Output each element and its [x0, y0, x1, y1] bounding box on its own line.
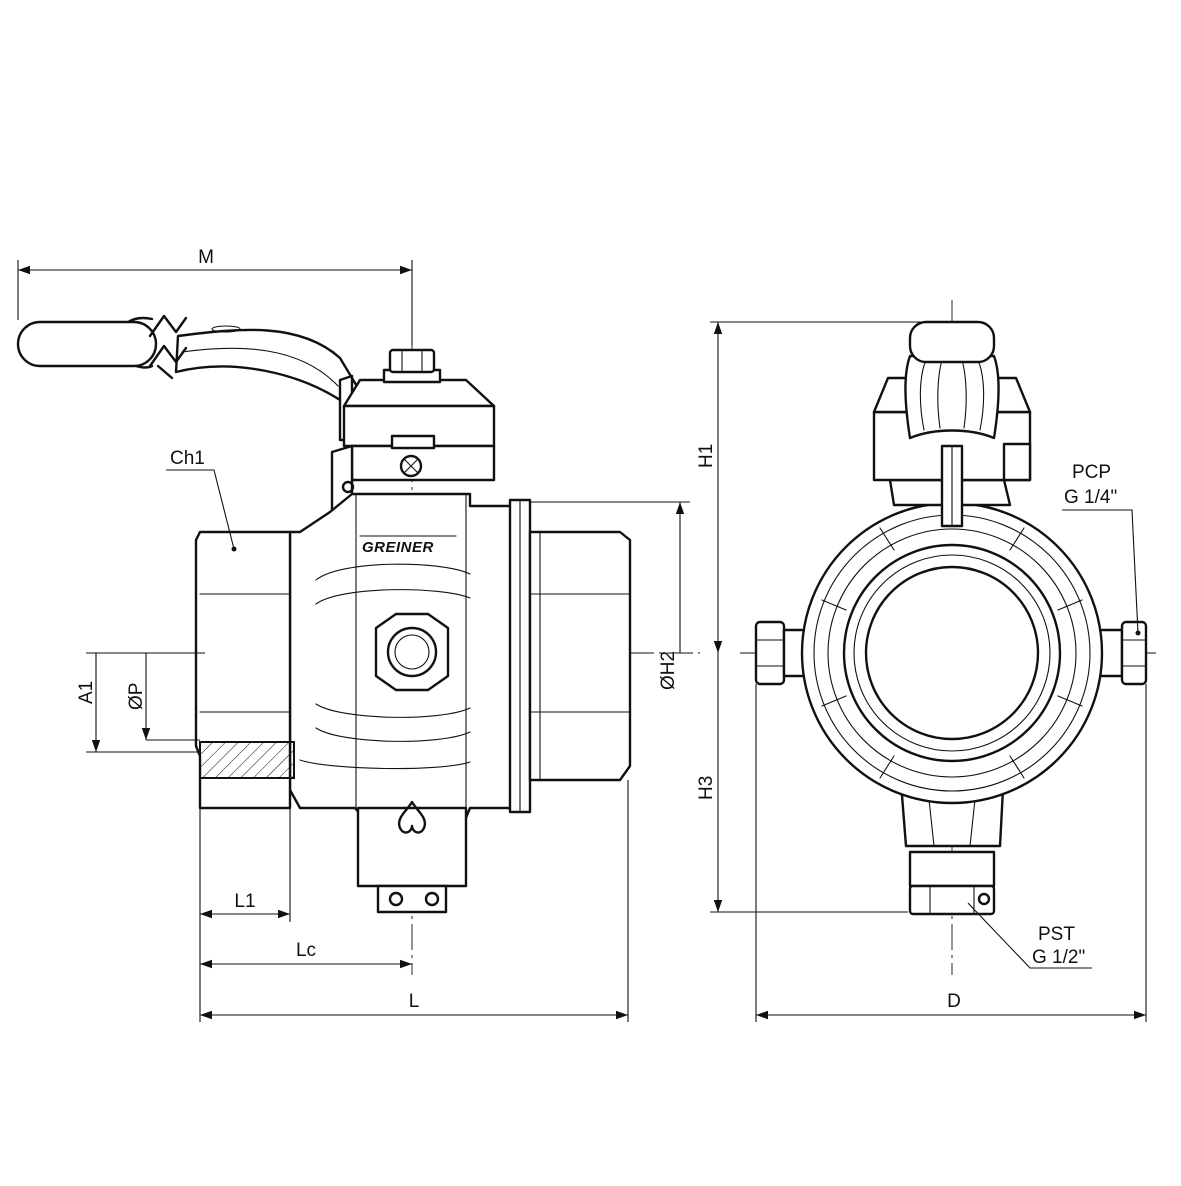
- dimension-A1-P: A1 ØP: [76, 652, 205, 753]
- dimension-H3: H3: [696, 653, 908, 913]
- dimension-Lc: Lc: [200, 940, 412, 969]
- label-M: M: [198, 247, 214, 268]
- label-Lc: Lc: [296, 940, 316, 961]
- label-PCP-thread: G 1/4": [1064, 487, 1117, 508]
- drain-hole: [424, 891, 440, 907]
- body-rib-upper: [315, 563, 471, 605]
- test-port-plug: [374, 612, 450, 692]
- leader-line: [967, 902, 1092, 969]
- right-plug-hex: [1120, 620, 1148, 686]
- lever-rivet: [211, 325, 241, 333]
- label-A1: A1: [76, 681, 97, 704]
- drain-nut-front: [908, 884, 996, 916]
- body-rib-bottom: [299, 759, 471, 770]
- brand-logo: GREINER: [362, 539, 434, 556]
- body-ribs: [821, 527, 1083, 779]
- dimension-M: M: [17, 247, 413, 345]
- callout-Ch1: Ch1: [166, 448, 235, 550]
- drain-port: [356, 800, 468, 914]
- bonnet: [342, 348, 496, 482]
- label-H2: ØH2: [658, 651, 679, 690]
- handle-neck-contours: [919, 359, 985, 431]
- side-view: GREINER: [16, 247, 700, 1022]
- drain-boss-front: [908, 850, 996, 888]
- section-hatch: [199, 741, 295, 779]
- label-PCP-name: PCP: [1072, 462, 1111, 483]
- right-hex-end: [528, 530, 632, 782]
- leader-line: [1062, 509, 1139, 634]
- body-ring-3: [827, 528, 1077, 778]
- lever-handle: [16, 314, 360, 442]
- plug-socket: [394, 634, 430, 670]
- label-L1: L1: [234, 891, 255, 912]
- front-view: H1 H3 D PCP G 1/4" PST G 1/2": [696, 300, 1160, 1022]
- label-P: ØP: [126, 683, 147, 710]
- label-L: L: [409, 991, 420, 1012]
- bottom-drain-nut: [908, 850, 996, 916]
- bore-inner: [864, 565, 1040, 741]
- bore-outer: [842, 543, 1062, 763]
- lever-arm: [174, 328, 360, 406]
- drain-nut: [376, 884, 448, 914]
- left-plug-hex: [754, 620, 786, 686]
- body-outer-ring: [800, 501, 1104, 805]
- right-side-plug-PCP: [1098, 620, 1148, 686]
- bonnet-lower: [350, 444, 496, 482]
- stop-plate-pin: [341, 480, 355, 494]
- bonnet-slot: [390, 434, 436, 450]
- body-rib-lower: [315, 703, 471, 742]
- stop-screw: [399, 454, 423, 478]
- dimension-L: L: [200, 780, 629, 1022]
- dimension-H2: ØH2: [530, 501, 690, 690]
- handle-neck: [904, 354, 1000, 440]
- label-PST-name: PST: [1038, 924, 1075, 945]
- handle-front: [904, 320, 1000, 440]
- drain-hole: [388, 891, 404, 907]
- left-threaded-end: [194, 530, 295, 810]
- label-PST-thread: G 1/2": [1032, 947, 1085, 968]
- bonnet-front-side-step: [1002, 442, 1032, 482]
- plug-face: [386, 626, 438, 678]
- lever-grip: [16, 320, 158, 368]
- label-Ch1: Ch1: [170, 448, 205, 469]
- bonnet-top-bevel: [342, 378, 496, 408]
- right-threaded-end: [528, 530, 632, 782]
- label-H1: H1: [696, 444, 717, 468]
- pst-port: [977, 892, 991, 906]
- label-D: D: [947, 991, 961, 1012]
- lever-break-line-lower: [156, 364, 174, 380]
- dimension-L1: L1: [199, 808, 291, 1022]
- drain-boss: [356, 806, 468, 888]
- body-flat-edges: [355, 493, 467, 809]
- lever-arm-rib: [181, 347, 339, 387]
- stop-screw-cross: [403, 458, 419, 474]
- callout-PST: PST G 1/2": [967, 902, 1092, 969]
- dimension-D: D: [755, 684, 1147, 1022]
- stem-nut: [388, 348, 436, 374]
- spade-symbol: [397, 800, 427, 834]
- dimension-H1: H1: [696, 321, 950, 653]
- lever-break-lines: [148, 314, 188, 368]
- right-plug-boss: [1098, 628, 1124, 678]
- bore-chamfer: [853, 554, 1051, 752]
- callout-PCP: PCP G 1/4": [1062, 462, 1139, 634]
- left-hex-end: [194, 530, 292, 810]
- plug-hex: [374, 612, 450, 692]
- handle-grip-top: [908, 320, 996, 364]
- left-side-plug: [754, 620, 806, 686]
- leader-line: [166, 469, 235, 550]
- label-H3: H3: [696, 776, 717, 800]
